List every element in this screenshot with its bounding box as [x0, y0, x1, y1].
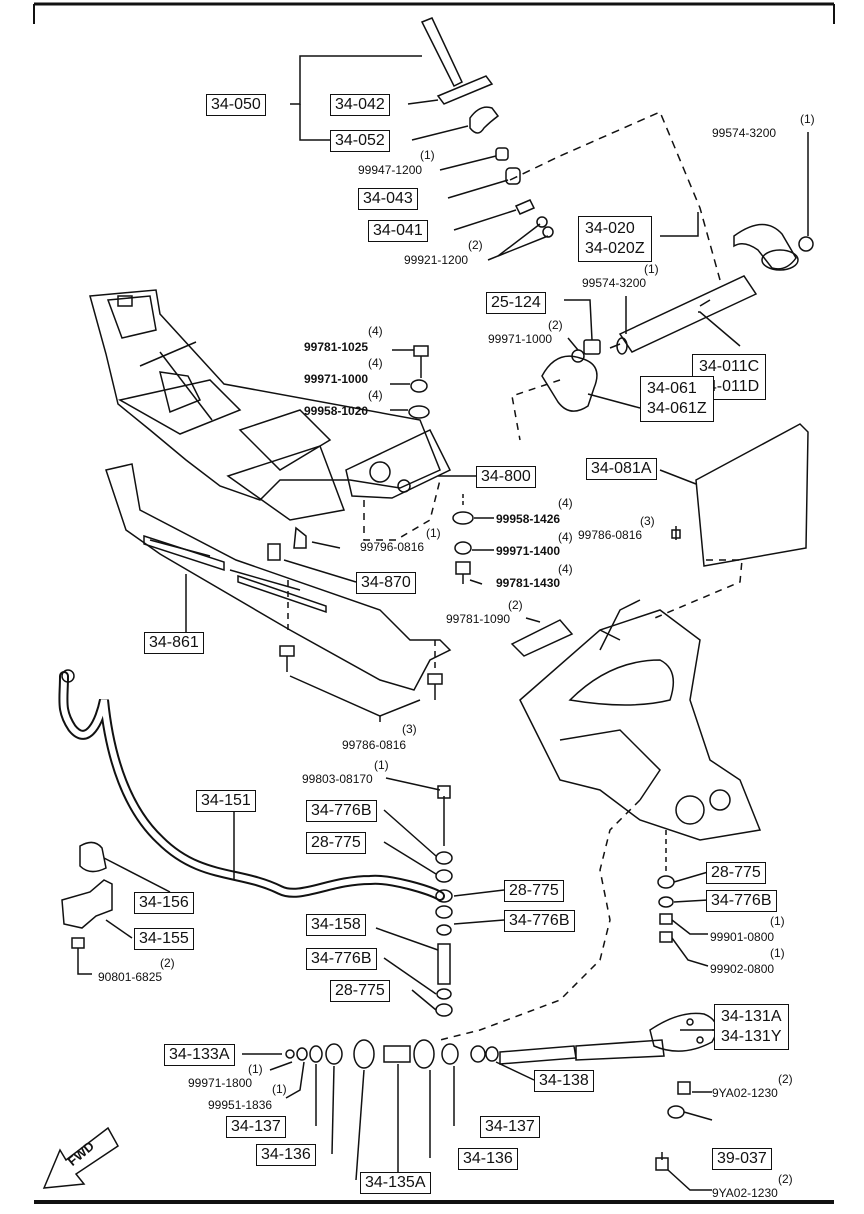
qty-label: (1) [644, 262, 659, 276]
part-99803-08170: 99803-08170 [302, 772, 373, 786]
qty-label: (4) [368, 324, 383, 338]
callout-34-870: 34-870 [356, 572, 416, 594]
callout-34-052: 34-052 [330, 130, 390, 152]
part-99786-0816-a: 99786-0816 [578, 528, 643, 542]
part-99574-3200-b: 99574-3200 [582, 276, 647, 290]
part-99796-0816: 99796-0816 [360, 540, 425, 554]
callout-34-061: 34-061 34-061Z [640, 376, 714, 422]
qty-label: (4) [558, 530, 573, 544]
qty-label: (2) [508, 598, 523, 612]
callout-34-861: 34-861 [144, 632, 204, 654]
qty-label: (4) [558, 562, 573, 576]
callout-34-043: 34-043 [358, 188, 418, 210]
callout-34-131A-label: 34-131A [721, 1008, 782, 1025]
callout-34-133A: 34-133A [164, 1044, 235, 1066]
callout-28-775-c: 28-775 [504, 880, 564, 902]
part-99971-1000-b: 99971-1000 [304, 372, 369, 386]
callout-34-155: 34-155 [134, 928, 194, 950]
callout-34-020Z-label: 34-020Z [585, 240, 645, 257]
callout-34-020: 34-020 34-020Z [578, 216, 652, 262]
part-99781-1430: 99781-1430 [496, 576, 561, 590]
part-99902-0800: 99902-0800 [710, 962, 775, 976]
part-99786-0816-b: 99786-0816 [342, 738, 407, 752]
qty-label: (1) [426, 526, 441, 540]
qty-label: (1) [420, 148, 435, 162]
qty-label: (2) [160, 956, 175, 970]
callout-34-011C-label: 34-011C [699, 358, 760, 375]
qty-label: (2) [778, 1072, 793, 1086]
part-99781-1090: 99781-1090 [446, 612, 511, 626]
callout-34-776B-a: 34-776B [306, 800, 377, 822]
callout-39-037: 39-037 [712, 1148, 772, 1170]
callout-34-137-a: 34-137 [226, 1116, 286, 1138]
callout-28-775-a: 28-775 [306, 832, 366, 854]
part-99901-0800: 99901-0800 [710, 930, 775, 944]
callout-34-131A: 34-131A 34-131Y [714, 1004, 789, 1050]
callout-28-775-d: 28-775 [330, 980, 390, 1002]
part-99971-1800: 99971-1800 [188, 1076, 253, 1090]
callout-34-061Z-label: 34-061Z [647, 400, 707, 417]
callout-28-775-b: 28-775 [706, 862, 766, 884]
qty-label: (1) [374, 758, 389, 772]
qty-label: (3) [640, 514, 655, 528]
part-99958-1426: 99958-1426 [496, 512, 561, 526]
part-90801-6825: 90801-6825 [98, 970, 163, 984]
callout-34-050: 34-050 [206, 94, 266, 116]
qty-label: (2) [548, 318, 563, 332]
callout-34-041: 34-041 [368, 220, 428, 242]
qty-label: (3) [402, 722, 417, 736]
callout-34-137-b: 34-137 [480, 1116, 540, 1138]
qty-label: (1) [248, 1062, 263, 1076]
part-99971-1400: 99971-1400 [496, 544, 561, 558]
qty-label: (4) [368, 388, 383, 402]
qty-label: (1) [800, 112, 815, 126]
part-99921-1200: 99921-1200 [404, 253, 469, 267]
callout-34-151: 34-151 [196, 790, 256, 812]
callout-34-138: 34-138 [534, 1070, 594, 1092]
qty-label: (1) [272, 1082, 287, 1096]
part-9YA02-1230-a: 9YA02-1230 [712, 1086, 778, 1100]
callout-34-776B-b: 34-776B [706, 890, 777, 912]
callout-34-042: 34-042 [330, 94, 390, 116]
callout-34-135A: 34-135A [360, 1172, 431, 1194]
callout-34-020-label: 34-020 [585, 220, 635, 237]
callout-34-011D-label: 34-011D [699, 378, 760, 395]
callout-34-131Y-label: 34-131Y [721, 1028, 782, 1045]
callout-34-776B-d: 34-776B [504, 910, 575, 932]
qty-label: (1) [770, 914, 785, 928]
part-99947-1200: 99947-1200 [358, 163, 423, 177]
part-99951-1836: 99951-1836 [208, 1098, 273, 1112]
qty-label: (4) [558, 496, 573, 510]
callout-34-136-a: 34-136 [256, 1144, 316, 1166]
callout-34-158: 34-158 [306, 914, 366, 936]
part-99781-1025: 99781-1025 [304, 340, 369, 354]
part-9YA02-1230-b: 9YA02-1230 [712, 1186, 778, 1200]
callout-34-061-label: 34-061 [647, 380, 697, 397]
callout-34-081A: 34-081A [586, 458, 657, 480]
callout-25-124: 25-124 [486, 292, 546, 314]
qty-label: (4) [368, 356, 383, 370]
part-99958-1020: 99958-1020 [304, 404, 369, 418]
callout-34-156: 34-156 [134, 892, 194, 914]
qty-label: (2) [468, 238, 483, 252]
callout-34-776B-c: 34-776B [306, 948, 377, 970]
part-99971-1000-a: 99971-1000 [488, 332, 553, 346]
qty-label: (2) [778, 1172, 793, 1186]
callout-34-136-b: 34-136 [458, 1148, 518, 1170]
callout-34-800: 34-800 [476, 466, 536, 488]
part-99574-3200-a: 99574-3200 [712, 126, 777, 140]
qty-label: (1) [770, 946, 785, 960]
